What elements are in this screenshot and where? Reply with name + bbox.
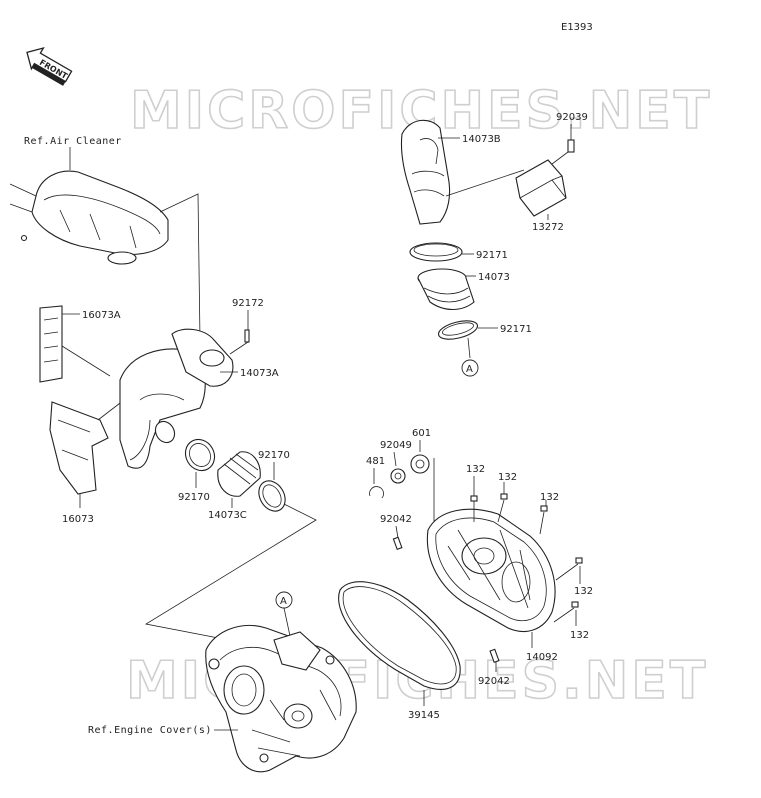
part-14073: 14073 [478,272,510,283]
part-92172: 92172 [232,298,264,309]
plate-16073a [39,305,63,383]
part-481: 481 [366,456,385,467]
ref-air-cleaner: Ref.Air Cleaner [24,136,122,147]
diagram-id: E1393 [561,22,593,33]
front-arrow-icon: FRONT [26,46,73,86]
engine-cover [205,624,357,773]
ring-481 [369,486,384,499]
part-92039: 92039 [556,112,588,123]
bolt-132-c [539,505,548,535]
callout-a-top-label: A [466,364,473,375]
gasket-39145 [338,581,461,690]
clamp-92170-right [258,480,286,512]
bolt-132-d [555,557,583,581]
duct-14073c [217,451,261,497]
part-132-b: 132 [498,472,517,483]
part-92170-left: 92170 [178,492,210,503]
part-14073b: 14073B [462,134,501,145]
air-cleaner-housing [9,170,169,265]
clamp-92171-upper [409,242,463,262]
duct-14073b [400,119,451,225]
part-16073a: 16073A [82,310,121,321]
part-132-c: 132 [540,492,559,503]
part-92042-upper: 92042 [380,514,412,525]
part-16073: 16073 [62,514,94,525]
part-132-e: 132 [570,630,589,641]
clamp-92170-left [184,438,216,472]
callout-a-top [461,359,479,377]
duct-14073 [417,268,475,311]
pin-92042-lower [489,648,500,664]
part-92171-lower: 92171 [500,324,532,335]
part-92042-lower: 92042 [478,676,510,687]
part-14092: 14092 [526,652,558,663]
pin-92042-upper [392,536,403,551]
part-601: 601 [412,428,431,439]
part-14073c: 14073C [208,510,247,521]
part-13272: 13272 [532,222,564,233]
part-92049: 92049 [380,440,412,451]
part-92171-upper: 92171 [476,250,508,261]
bolt-92172 [244,329,250,343]
part-92170-right: 92170 [258,450,290,461]
bolt-132-e [553,601,579,623]
part-132-a: 132 [466,464,485,475]
clamp-92171-lower [437,320,479,340]
duct-14073a [119,328,234,469]
collar-92049 [390,468,406,484]
seal-601 [410,454,430,474]
cover-13272 [515,159,567,217]
part-14073a: 14073A [240,368,279,379]
plate-16073 [49,401,109,495]
part-132-d: 132 [574,586,593,597]
part-39145: 39145 [408,710,440,721]
cover-14092 [426,508,556,632]
bolt-92039 [567,139,575,153]
ref-engine-cover: Ref.Engine Cover(s) [88,725,212,736]
callout-a-bottom-label: A [280,596,287,607]
